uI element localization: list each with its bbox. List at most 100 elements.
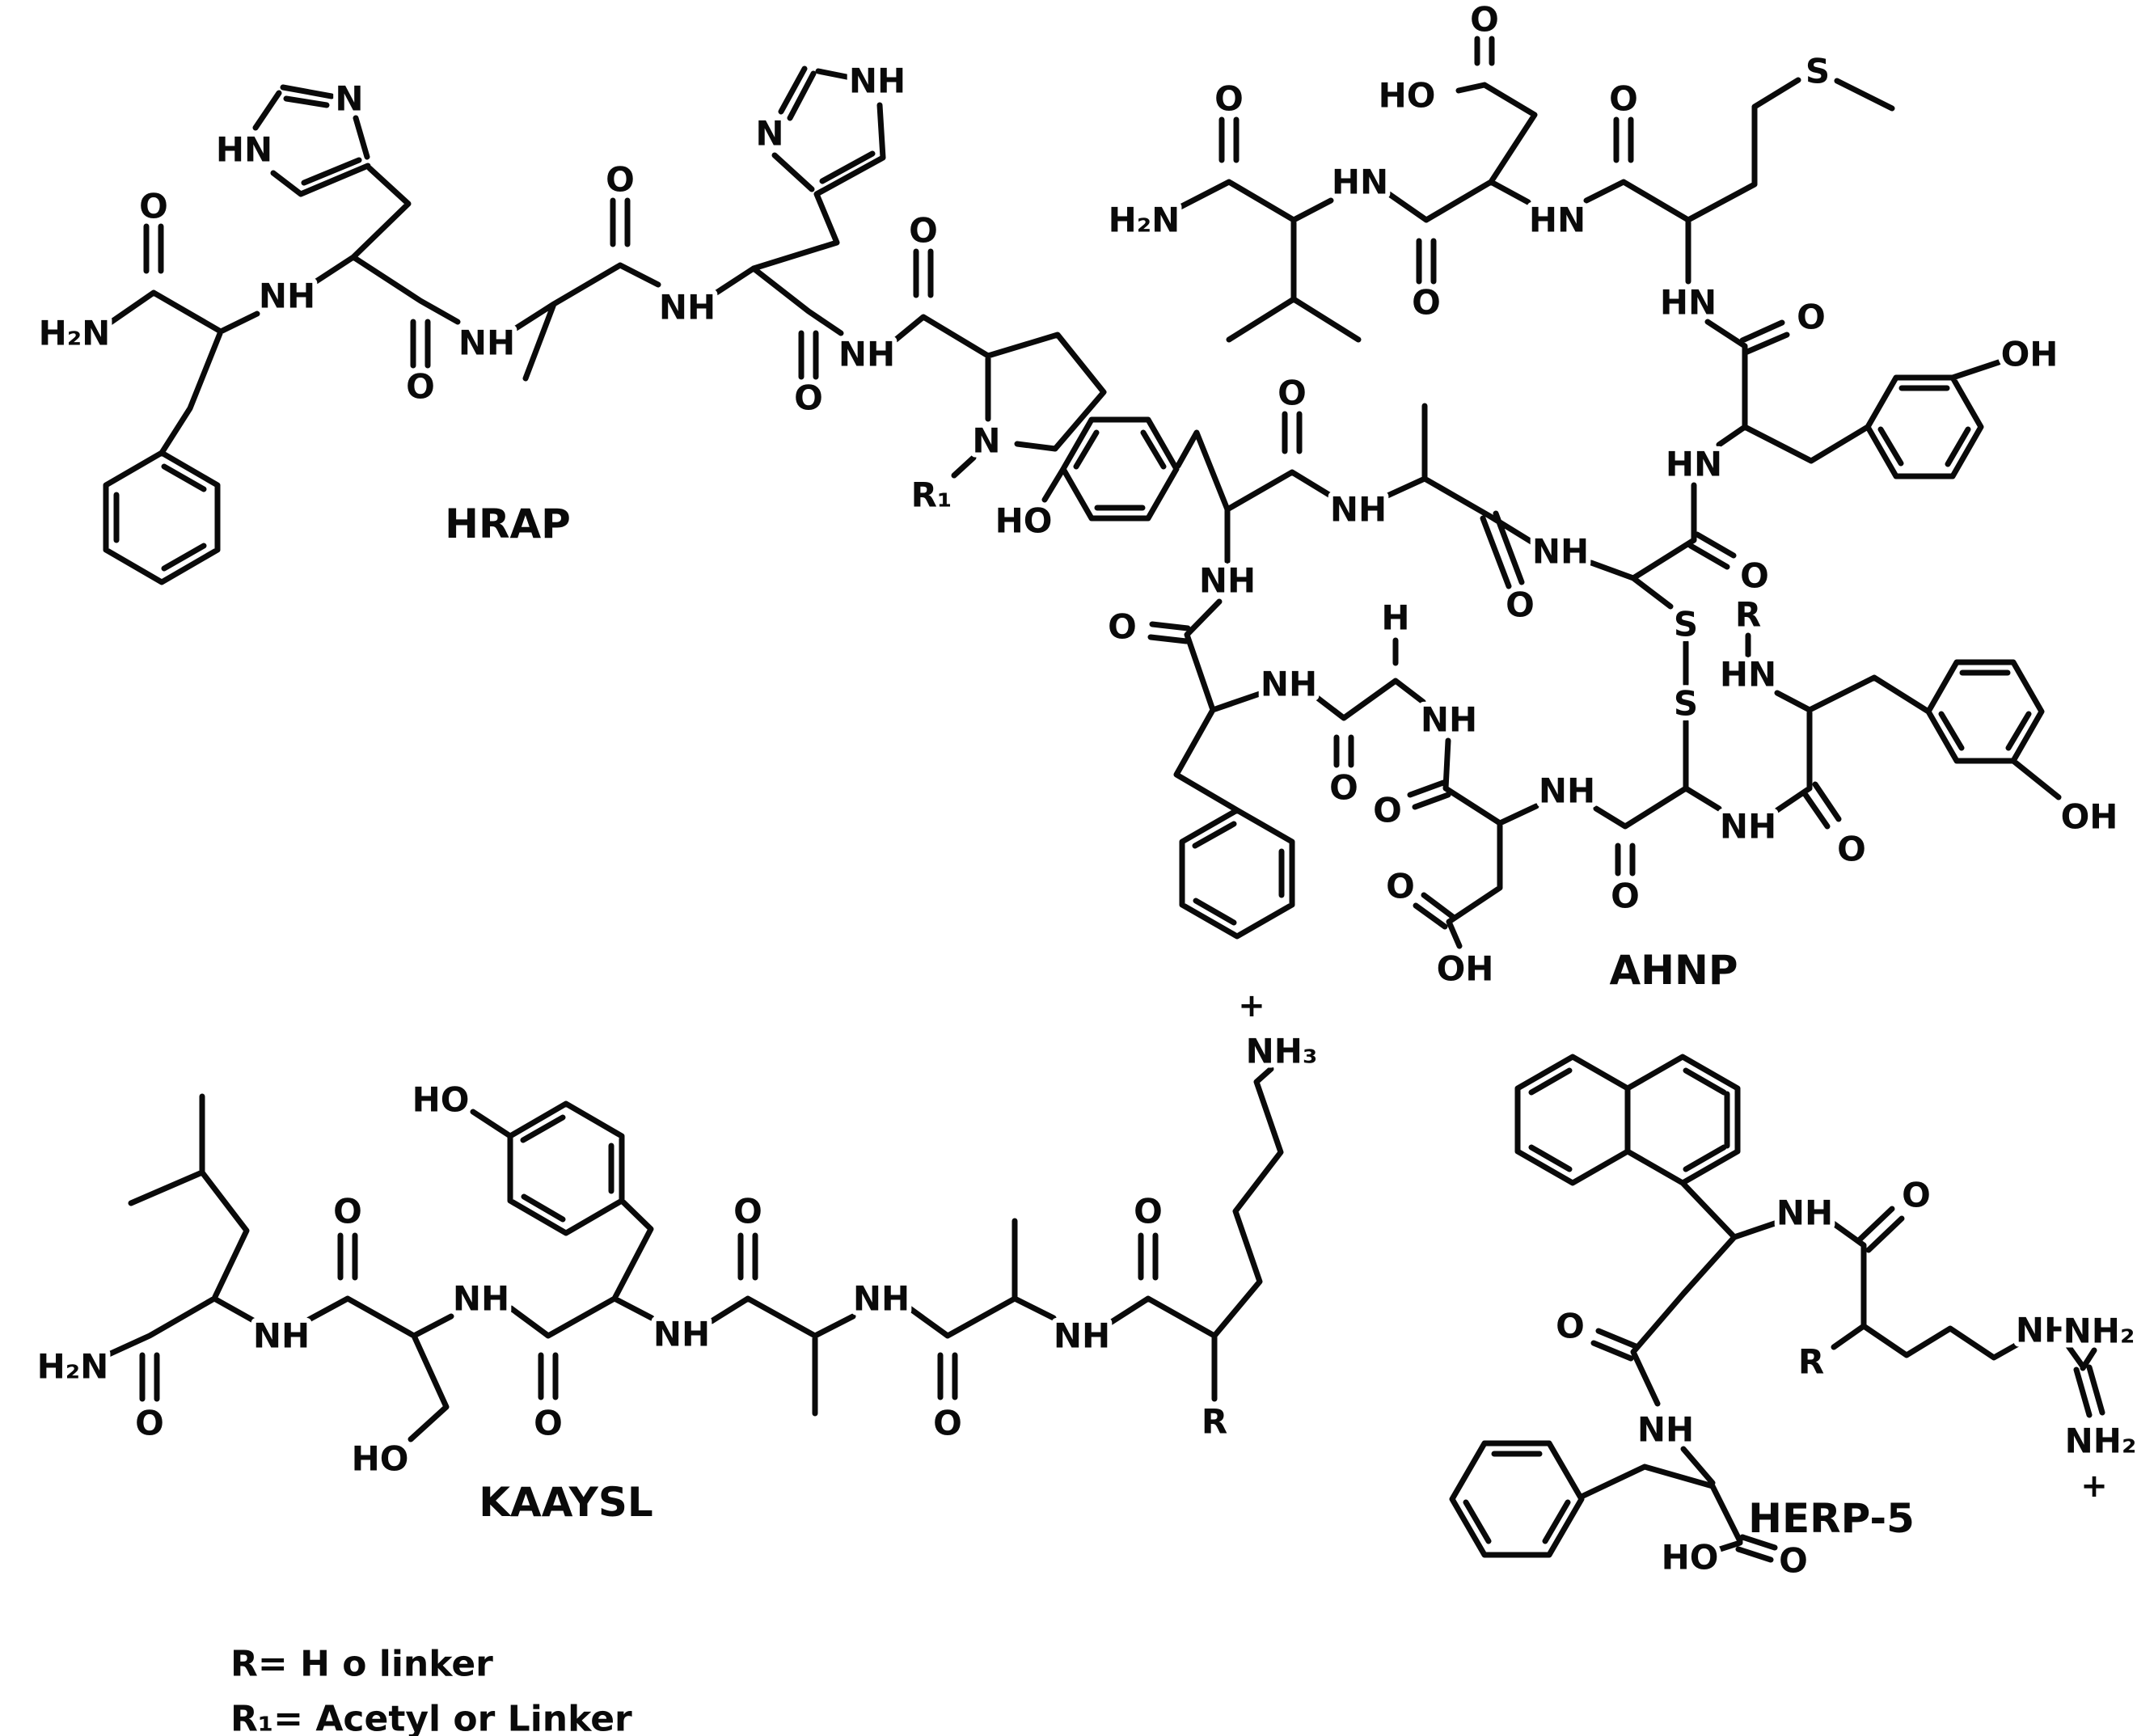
atom-label-NH: NH: [1637, 1410, 1694, 1450]
atom-label-O: O: [1412, 283, 1441, 323]
atom-label-NH: NH: [1199, 561, 1256, 601]
kaaysl-atom-labels: H₂N O NH O HO NH O HO NH O NH O NH O R NH₃ +: [32, 982, 1323, 1484]
atom-label-O: O: [733, 1192, 762, 1231]
atom-label-NH: NH: [1776, 1193, 1833, 1233]
atom-label-NH: NH: [1532, 532, 1589, 572]
ahnp-bonds: [1041, 36, 2062, 949]
hrap-structure: H₂N O HN N NH O NH O NH NH N O NH O N R₁ HRAP: [34, 57, 1107, 585]
atom-label-O: O: [1837, 830, 1866, 869]
atom-label-O: O: [794, 378, 823, 418]
atom-label-R₁: R₁: [911, 475, 952, 515]
atom-label-O: O: [1779, 1541, 1808, 1581]
herp5-bonds: [1449, 1054, 2105, 1563]
atom-label-NH: NH: [1539, 771, 1595, 811]
atom-label-HN: HN: [216, 130, 272, 170]
atom-label-NH: NH: [458, 323, 515, 363]
atom-label-NH: NH: [653, 1315, 710, 1354]
atom-label-NH: NH: [853, 1279, 910, 1319]
atom-label-HN: HN: [1660, 283, 1717, 323]
atom-label-NH: NH: [453, 1279, 509, 1319]
atom-label-NH: NH: [1421, 700, 1477, 740]
atom-label-H₂N: H₂N: [39, 314, 111, 353]
atom-label-HO: HO: [412, 1080, 470, 1120]
legend-line-r: R= H o linker: [230, 1644, 493, 1685]
atom-label-N: N: [335, 79, 363, 119]
atom-label-O: O: [909, 211, 938, 251]
atom-label-HO: HO: [352, 1439, 409, 1479]
atom-label-OH: OH: [2001, 335, 2059, 374]
atom-label-R: R: [1735, 595, 1761, 635]
atom-label-+: +: [2080, 1468, 2108, 1505]
atom-label-O: O: [1329, 768, 1358, 808]
hrap-title: HRAP: [445, 501, 571, 547]
atom-label-HN: HN: [1332, 163, 1388, 202]
atom-label-S: S: [1674, 605, 1698, 644]
atom-label-NH: NH: [1330, 490, 1387, 530]
atom-label-NH: NH: [1720, 807, 1776, 847]
r-group-legend: R= H o linker R₁= Acetyl or Linker: [230, 1644, 632, 1736]
atom-label-H₂N: H₂N: [37, 1347, 109, 1387]
atom-label-O: O: [933, 1404, 962, 1443]
atom-label-NH: NH: [1054, 1316, 1110, 1356]
atom-label-O: O: [1278, 374, 1307, 413]
atom-label-HN: HN: [1666, 445, 1722, 484]
atom-label-O: O: [1214, 79, 1244, 119]
legend-line-r1: R₁= Acetyl or Linker: [230, 1699, 632, 1736]
atom-label-R: R: [1202, 1402, 1227, 1442]
atom-label-HO: HO: [1662, 1538, 1719, 1578]
atom-label-NH₂: NH₂: [2065, 1421, 2137, 1461]
atom-label-NH: NH: [253, 1316, 310, 1356]
atom-label-OH: OH: [1437, 949, 1494, 989]
atom-label-O: O: [534, 1404, 563, 1443]
atom-label-O: O: [1108, 607, 1137, 647]
kaaysl-structure: H₂N O NH O HO NH O HO NH O NH O NH O R NH₃ + KAAYSL: [32, 982, 1323, 1526]
atom-label-NH: NH: [2016, 1311, 2072, 1350]
atom-label-HN: HN: [1529, 201, 1586, 240]
atom-label-O: O: [406, 367, 435, 407]
atom-label-NH: NH: [838, 335, 895, 374]
atom-label-N: N: [972, 421, 1000, 461]
hrap-bonds: [103, 65, 1107, 585]
atom-label-O: O: [1797, 298, 1826, 337]
atom-label-O: O: [1506, 585, 1535, 625]
kaaysl-title: KAAYSL: [479, 1479, 653, 1526]
atom-label-O: O: [139, 187, 168, 226]
herp5-title: HERP-5: [1748, 1495, 1915, 1542]
atom-label-NH: NH: [1261, 665, 1317, 704]
atom-label-O: O: [333, 1192, 362, 1231]
atom-label-O: O: [1134, 1192, 1163, 1231]
atom-label-NH: NH: [659, 288, 716, 327]
atom-label-NH: NH: [849, 61, 906, 101]
atom-label-HO: HO: [995, 501, 1053, 541]
atom-label-O: O: [135, 1404, 164, 1443]
atom-label-NH₂: NH₂: [2063, 1312, 2135, 1351]
kaaysl-bonds: [100, 1066, 1284, 1442]
atom-label-S: S: [1805, 52, 1830, 91]
atom-label-+: +: [1238, 987, 1265, 1024]
atom-label-NH₃: NH₃: [1246, 1032, 1318, 1071]
atom-label-O: O: [1373, 791, 1402, 830]
hrap-atom-labels: H₂N O HN N NH O NH O NH NH N O NH O N R₁: [34, 57, 1006, 520]
atom-label-O: O: [1386, 867, 1415, 906]
atom-label-O: O: [1902, 1176, 1931, 1215]
atom-label-R: R: [1798, 1342, 1824, 1382]
atom-label-HO: HO: [1379, 76, 1436, 116]
atom-label-O: O: [1740, 556, 1769, 596]
atom-label-NH: NH: [259, 277, 315, 316]
atom-label-H₂N: H₂N: [1109, 201, 1180, 240]
atom-label-OH: OH: [2061, 797, 2118, 837]
atom-label-S: S: [1674, 684, 1698, 724]
atom-label-O: O: [1556, 1307, 1585, 1346]
atom-label-O: O: [1609, 79, 1638, 119]
ahnp-title: AHNP: [1609, 947, 1738, 994]
atom-label-O: O: [606, 160, 635, 200]
atom-label-H: H: [1381, 598, 1409, 638]
atom-label-N: N: [755, 114, 783, 154]
atom-label-O: O: [1470, 0, 1499, 40]
